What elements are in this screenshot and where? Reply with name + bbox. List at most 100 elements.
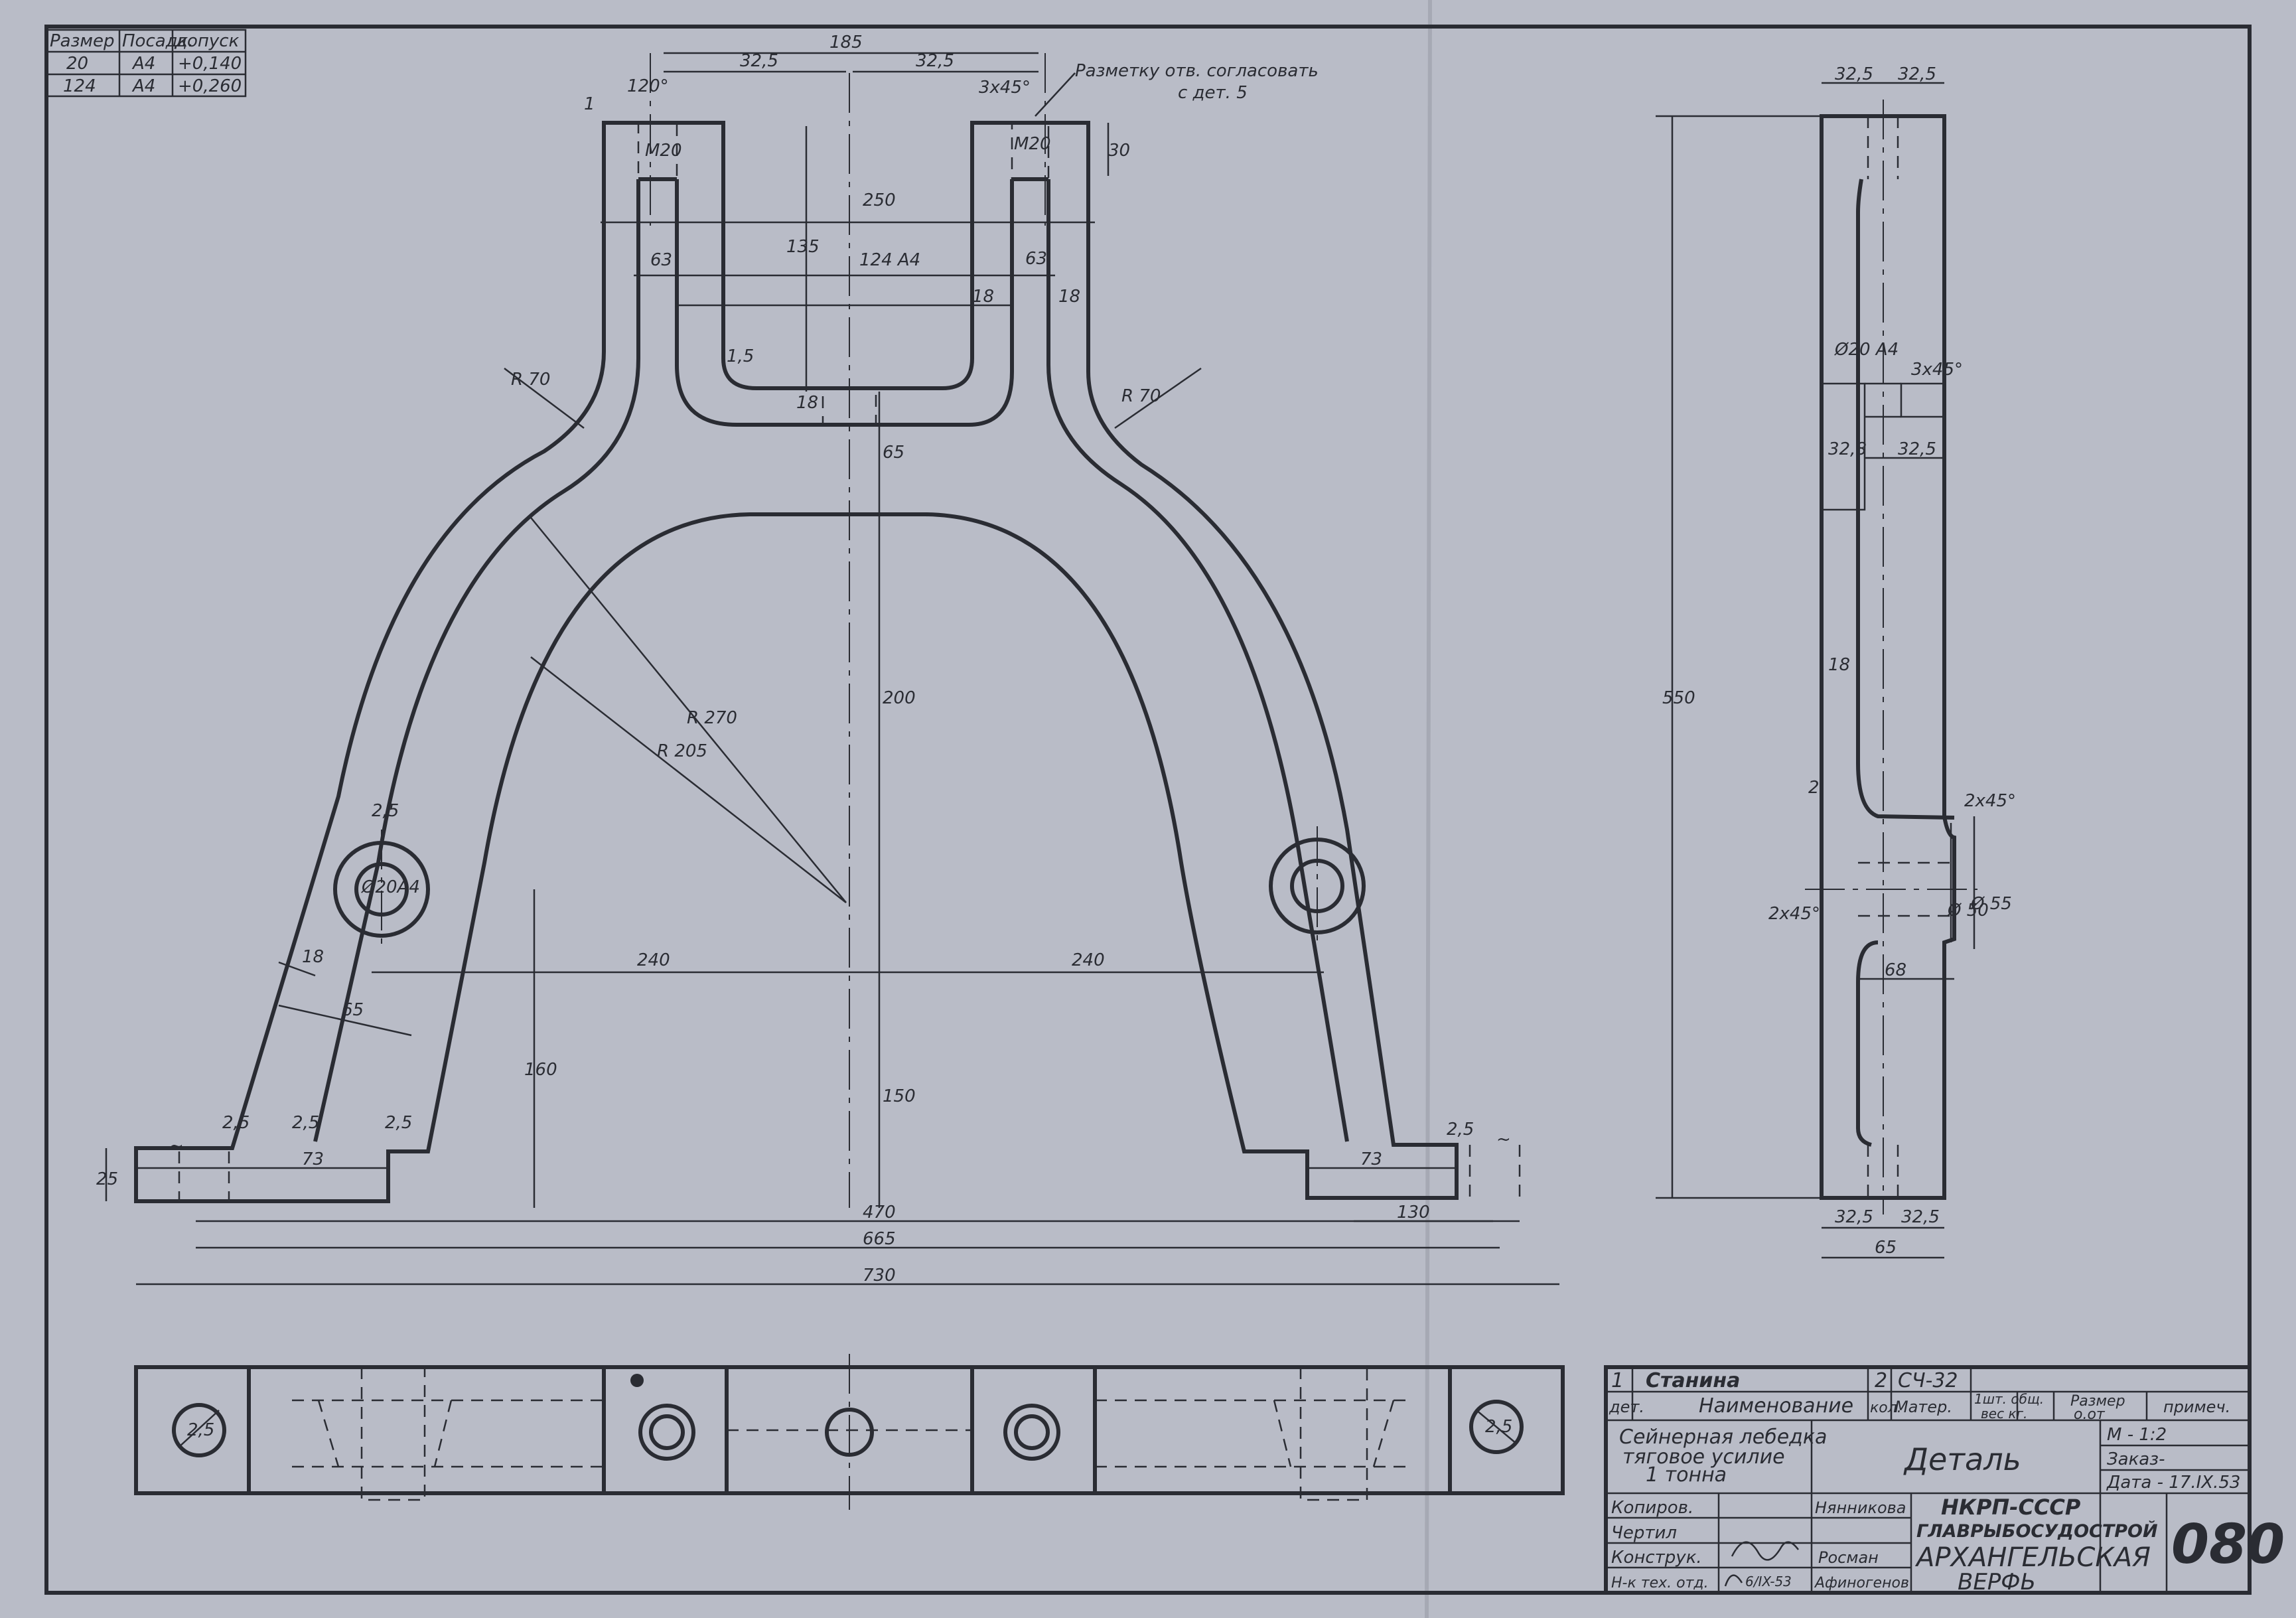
dim-tilde-left: ~ xyxy=(169,1136,184,1156)
dim-730: 730 xyxy=(863,1266,896,1286)
dim-r70-left: R 70 xyxy=(511,370,550,390)
tb-role-copy: Копиров. xyxy=(1611,1498,1693,1518)
side-dim-chamfer2-bot: 2x45° xyxy=(1768,904,1820,924)
side-dim-32-5-br: 32,5 xyxy=(1901,1207,1940,1227)
side-dim-2: 2 xyxy=(1808,778,1820,798)
tb-part-name: Станина xyxy=(1646,1369,1740,1392)
tb-date: Дата - 17.IX.53 xyxy=(2106,1473,2240,1493)
plan-hole-left xyxy=(172,1403,226,1457)
dim-18-d: 18 xyxy=(302,947,324,967)
tol-row2-tol: +0,260 xyxy=(178,76,242,96)
dim-73-left: 73 xyxy=(302,1149,324,1169)
dim-240-right: 240 xyxy=(1072,950,1105,970)
dim-25: 25 xyxy=(96,1169,118,1189)
drawing-frame xyxy=(44,25,2252,1595)
tb-role-head: Н-к тех. отд. xyxy=(1611,1575,1709,1591)
dim-thread-right: M20 xyxy=(1014,134,1051,154)
dim-32-5-left: 32,5 xyxy=(740,51,778,71)
tb-h-det: дет. xyxy=(1609,1398,1644,1416)
dim-angle-120: 120° xyxy=(627,76,669,96)
dim-470: 470 xyxy=(863,1203,896,1222)
plan-view: 2,5 2,5 xyxy=(134,1354,1565,1510)
plan-boss-left-outer xyxy=(638,1404,695,1461)
dim-63-right: 63 xyxy=(1025,249,1047,269)
tb-part-no: 1 xyxy=(1611,1369,1624,1392)
tol-header-size: Размер xyxy=(50,31,115,51)
signature-head xyxy=(1724,1574,1743,1587)
tol-header-tolerance: допуск xyxy=(175,31,240,51)
side-dim-dia55: Ø 55 xyxy=(1970,894,2012,914)
tb-name-design: Росман xyxy=(1818,1548,1879,1567)
tol-row2-fit: А4 xyxy=(131,76,155,96)
side-dim-32-5-mid: 32,5 xyxy=(1898,439,1936,459)
plan-boss-right-outer xyxy=(1003,1404,1060,1461)
side-dim-chamfer2-top: 2x45° xyxy=(1964,791,2016,811)
dim-200: 200 xyxy=(883,688,916,708)
tol-row1-fit: А4 xyxy=(131,54,155,74)
dim-30: 30 xyxy=(1108,141,1130,161)
dim-150: 150 xyxy=(883,1086,916,1106)
dim-250: 250 xyxy=(863,190,896,210)
dim-240-left: 240 xyxy=(637,950,670,970)
side-dim-chamfer3: 3x45° xyxy=(1911,360,1963,380)
dim-tilde-right: ~ xyxy=(1496,1130,1511,1149)
side-dim-dia20: Ø20 А4 xyxy=(1834,340,1899,360)
tb-h-weight2: вес кг. xyxy=(1981,1406,2027,1422)
dim-18-b: 18 xyxy=(1058,287,1080,307)
tb-name-head: Афиногенов xyxy=(1814,1575,1909,1591)
dim-63-left: 63 xyxy=(650,250,672,270)
tb-h-note: примеч. xyxy=(2163,1398,2230,1416)
note-marking-line2: с дет. 5 xyxy=(1178,83,1248,103)
tb-name-draw: Нянникова xyxy=(1815,1499,1906,1517)
side-dim-68: 68 xyxy=(1885,960,1906,980)
note-marking-line1: Разметку отв. согласовать xyxy=(1075,61,1319,81)
side-dim-65: 65 xyxy=(1875,1238,1897,1258)
tb-h-weight: 1шт. общ. xyxy=(1974,1391,2044,1407)
dim-r2-5-a: 2,5 xyxy=(372,801,399,821)
tb-product-line3: 1 тонна xyxy=(1646,1463,1727,1487)
tb-role-draw: Чертил xyxy=(1611,1523,1677,1543)
tb-scale: М - 1:2 xyxy=(2107,1425,2167,1445)
tb-org2: ГЛАВРЫБОСУДОСТРОЙ xyxy=(1916,1520,2158,1542)
plan-hole-left-label: 2,5 xyxy=(187,1420,214,1440)
dim-r2-5-d: 2,5 xyxy=(385,1113,412,1133)
dim-r70-right: R 70 xyxy=(1121,386,1161,406)
dim-185: 185 xyxy=(829,33,863,52)
tb-org3: АРХАНГЕЛЬСКАЯ xyxy=(1914,1542,2151,1573)
side-view: 32,5 32,5 550 Ø20 А4 3x45° 32,8 32,5 18 … xyxy=(1656,64,2016,1259)
tb-sheet-no: 080 xyxy=(2171,1513,2285,1576)
section-hatch-right xyxy=(1900,382,1946,418)
tb-org4: ВЕРФЬ xyxy=(1958,1569,2036,1595)
dim-73-right: 73 xyxy=(1360,1149,1382,1169)
tb-org1: НКРП-СССР xyxy=(1941,1495,2081,1520)
side-dim-32-8: 32,8 xyxy=(1828,439,1867,459)
dim-18-a: 18 xyxy=(972,287,994,307)
tol-row1-tol: +0,140 xyxy=(178,54,242,74)
tol-header-fit: Посадк. xyxy=(122,31,194,51)
dim-r1-5: 1,5 xyxy=(727,346,754,366)
frame-outer-contour xyxy=(134,121,1459,1203)
dim-665: 665 xyxy=(863,1229,896,1249)
plan-hole-right-label: 2,5 xyxy=(1485,1417,1512,1437)
tb-product-line2: тяговое усилие xyxy=(1622,1445,1785,1469)
side-dim-32-5-tl: 32,5 xyxy=(1835,64,1873,84)
dim-124: 124 А4 xyxy=(859,250,920,270)
tb-h-mat: Матер. xyxy=(1895,1398,1952,1416)
tb-doc-type: Деталь xyxy=(1903,1441,2021,1477)
dim-r205: R 205 xyxy=(657,741,707,761)
tb-h-size2: о.от xyxy=(2074,1406,2106,1423)
ink-spot xyxy=(630,1374,644,1387)
frame-inner-contour xyxy=(313,179,1349,1142)
tb-h-qty: кол. xyxy=(1870,1400,1902,1416)
dim-65-arm: 65 xyxy=(342,1000,364,1020)
title-block: 1 Станина 2 СЧ-32 дет. Наименование кол.… xyxy=(1604,1365,2285,1595)
tb-product-line1: Сейнерная лебедка xyxy=(1619,1426,1827,1449)
tolerance-table: Размер Посадк. допуск 20 А4 +0,140 124 А… xyxy=(45,29,247,98)
tb-h-name: Наименование xyxy=(1699,1394,1853,1418)
paper-fold xyxy=(1425,0,1432,1618)
dim-32-5-right: 32,5 xyxy=(916,51,954,71)
section-hatch-left xyxy=(1820,382,1866,511)
tb-material: СЧ-32 xyxy=(1898,1369,1958,1392)
side-dim-32-5-tr: 32,5 xyxy=(1898,64,1936,84)
